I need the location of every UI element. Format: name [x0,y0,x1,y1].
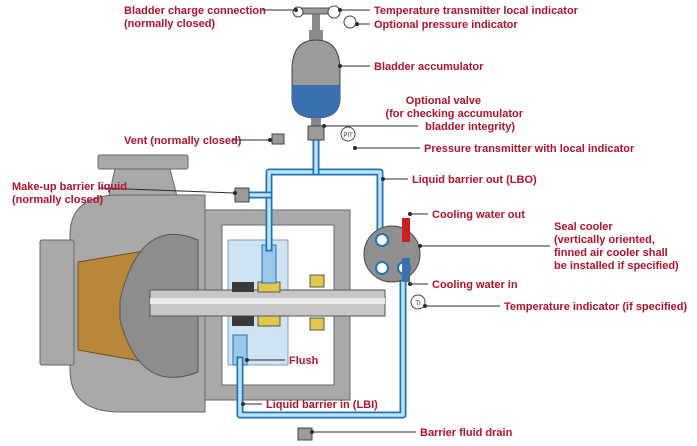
drain-valve-icon [297,427,313,441]
temperature-transmitter-icon [327,5,341,19]
label-vent: Vent (normally closed) [124,135,242,147]
label-optional-pressure: Optional pressure indicator [374,19,518,31]
barrier-piping [236,114,407,419]
cooler-port-2 [375,261,389,275]
vent-valve-icon [271,133,285,145]
label-seal-cooler-1: Seal cooler [554,221,613,233]
label-optional-valve-3: bladder integrity) [425,121,515,133]
makeup-valve-icon [234,187,250,203]
shaft-highlight [150,298,385,304]
temperature-indicator-icon [410,294,426,310]
label-lbo: Liquid barrier out (LBO) [412,174,537,186]
seal-face-top [232,282,254,292]
optional-pressure-indicator-icon [343,15,357,29]
seal-face-bottom [232,316,254,326]
label-optional-valve-1: Optional valve [406,95,481,107]
label-flush: Flush [289,355,319,367]
label-seal-cooler-2: (vertically oriented, [554,234,655,246]
leader-lines [99,8,550,434]
bladder-accumulator [291,5,357,128]
label-drain: Barrier fluid drain [420,427,513,439]
label-lbi: Liquid barrier in (LBI) [266,399,378,411]
cooler-port-lbo [375,233,389,247]
label-makeup-2: (normally closed) [12,194,103,206]
pump-casing [39,154,386,413]
bearing-bottom [309,317,325,331]
seal-spring-bottom [257,315,281,327]
label-bladder-accumulator: Bladder accumulator [374,61,484,73]
label-seal-cooler-4: be installed if specified) [554,260,679,272]
label-cooling-out: Cooling water out [432,209,525,221]
discharge-flange [97,154,189,170]
cooling-water-out-pipe [402,218,410,242]
seal-cooler [363,218,421,283]
label-cooling-in: Cooling water in [432,279,518,291]
bladder-charge-valve-icon [292,6,304,18]
label-optional-valve-2: (for checking accumulator [385,108,523,120]
label-temp-indicator: Temperature indicator (if specified) [504,301,688,313]
ti-tag: TI [415,301,421,307]
bearing-top [309,274,325,288]
optional-valve-icon [307,125,325,141]
pressure-transmitter-icon [340,126,356,142]
accumulator-stem [312,8,320,38]
label-bladder-charge-2: (normally closed) [124,18,215,30]
callout-labels: Bladder charge connection (normally clos… [12,5,688,439]
cooler-body [363,225,421,283]
label-pressure-transmitter: Pressure transmitter with local indicato… [424,143,635,155]
pit-tag: PIT [343,133,353,139]
label-seal-cooler-3: finned air cooler shall [554,247,668,259]
cooling-water-in-pipe [402,258,410,282]
label-makeup-1: Make-up barrier liquid [12,181,127,193]
instruments: PIT TI [234,125,426,441]
label-temp-transmitter: Temperature transmitter local indicator [374,5,579,17]
label-bladder-charge-1: Bladder charge connection [124,5,266,17]
accumulator-outlet [311,118,321,128]
suction-flange [39,239,75,366]
accumulator-liquid [292,85,340,118]
